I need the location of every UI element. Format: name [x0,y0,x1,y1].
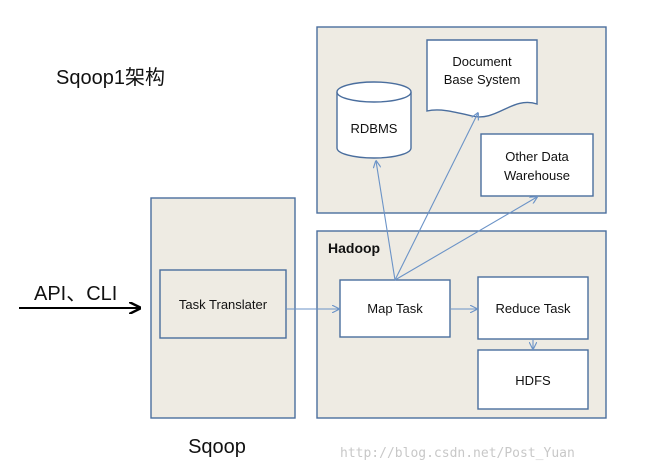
task-translater-box [159,269,287,339]
diagram-title: Sqoop1架构 [56,66,165,89]
hadoop-label: Hadoop [328,240,380,256]
map-to-document-arrow [394,113,478,281]
document-base-system-label-line2: Base System [444,72,521,87]
map-to-warehouse-arrow [394,197,537,281]
api-cli-label: API、CLI [34,283,117,305]
map-task-label: Map Task [367,301,423,316]
sqoop-label: Sqoop [188,436,246,458]
other-data-warehouse-label-line2: Warehouse [504,168,570,183]
map-task-box [339,279,451,338]
reduce-task-label: Reduce Task [496,301,571,316]
hdfs-box [477,349,589,410]
hdfs-label: HDFS [515,373,551,388]
rdbms-database-icon [336,81,412,159]
watermark-text: http://blog.csdn.net/Post_Yuan [340,446,575,461]
rdbms-label: RDBMS [351,121,398,136]
reduce-task-box [477,276,589,340]
task-translater-label: Task Translater [179,297,268,312]
map-to-rdbms-arrow [376,161,396,281]
other-data-warehouse-label-line1: Other Data [505,149,569,164]
document-base-system-label-line1: Document [452,54,512,69]
other-data-warehouse-box [480,133,594,197]
